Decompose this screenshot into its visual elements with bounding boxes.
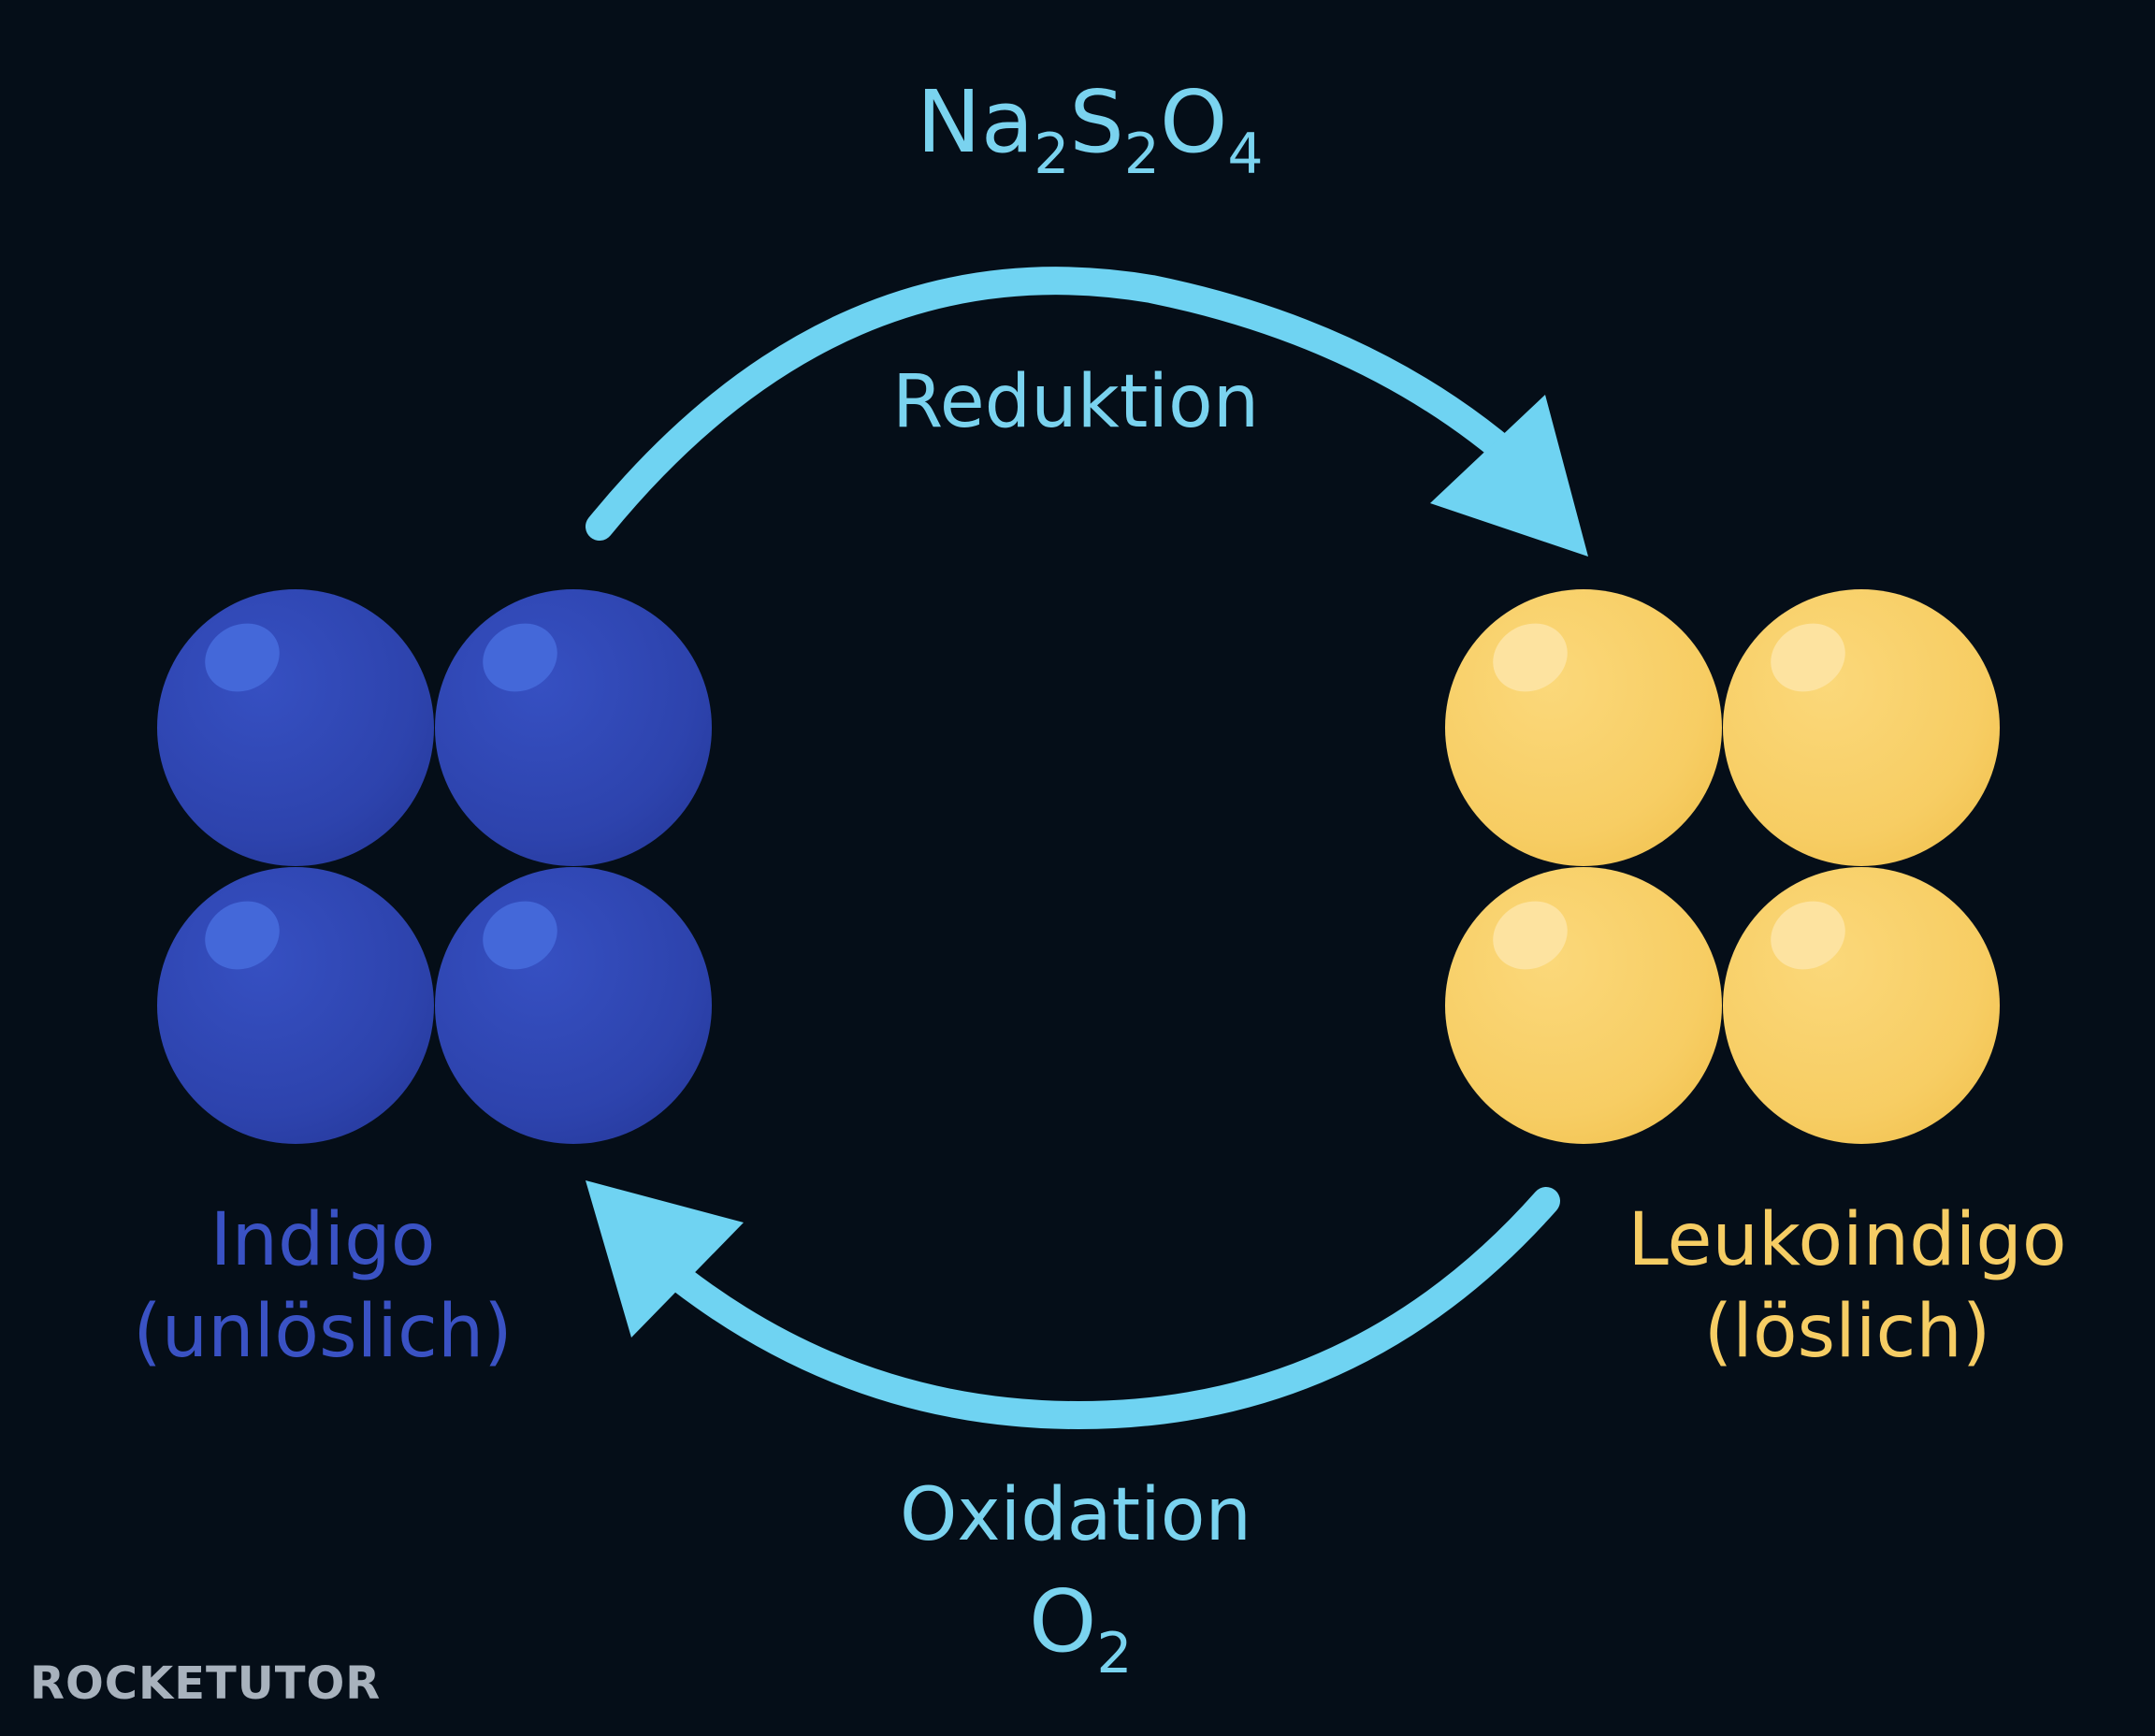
formula-s: S [1069, 72, 1124, 172]
formula-o: O [1159, 72, 1228, 172]
leukoindigo-sphere-top-right [1723, 589, 2000, 866]
reduction-arrow [586, 267, 1548, 541]
rocketutor-logo: ROCKETUTOR [30, 1657, 382, 1710]
formula-sub-2b: 2 [1123, 121, 1160, 187]
leukoindigo-sphere-top-left [1445, 589, 1722, 866]
indigo-sphere-top-left [157, 589, 434, 866]
reduction-label: Reduktion [892, 360, 1260, 444]
oxidation-label: Oxidation [900, 1473, 1251, 1557]
formula-o2-sub: 2 [1096, 1620, 1133, 1686]
leukoindigo-sphere-bottom-right [1723, 867, 2000, 1144]
formula-na: Na [917, 72, 1034, 172]
indigo-label: Indigo (unlöslich) [122, 1194, 524, 1378]
formula-o2-o: O [1029, 1571, 1097, 1671]
formula-sub-2a: 2 [1034, 121, 1070, 187]
formula-sub-4: 4 [1227, 121, 1264, 187]
indigo-sphere-top-right [435, 589, 712, 866]
leukoindigo-label: Leukoindigo (löslich) [1599, 1194, 2095, 1378]
leukoindigo-solubility: (löslich) [1703, 1290, 1991, 1374]
reduction-reagent-formula: Na2S2O4 [917, 80, 1264, 182]
leukoindigo-name: Leukoindigo [1627, 1198, 2067, 1282]
indigo-sphere-bottom-left [157, 867, 434, 1144]
indigo-name: Indigo [210, 1198, 436, 1282]
leukoindigo-sphere-bottom-left [1445, 867, 1722, 1144]
oxidation-arrowhead [586, 1180, 744, 1338]
indigo-sphere-bottom-right [435, 867, 712, 1144]
oxidation-arrow [641, 1187, 1560, 1430]
reduction-arrowhead [1430, 395, 1588, 557]
oxidation-reagent-formula: O2 [1029, 1579, 1133, 1682]
indigo-solubility: (unlöslich) [133, 1290, 513, 1374]
